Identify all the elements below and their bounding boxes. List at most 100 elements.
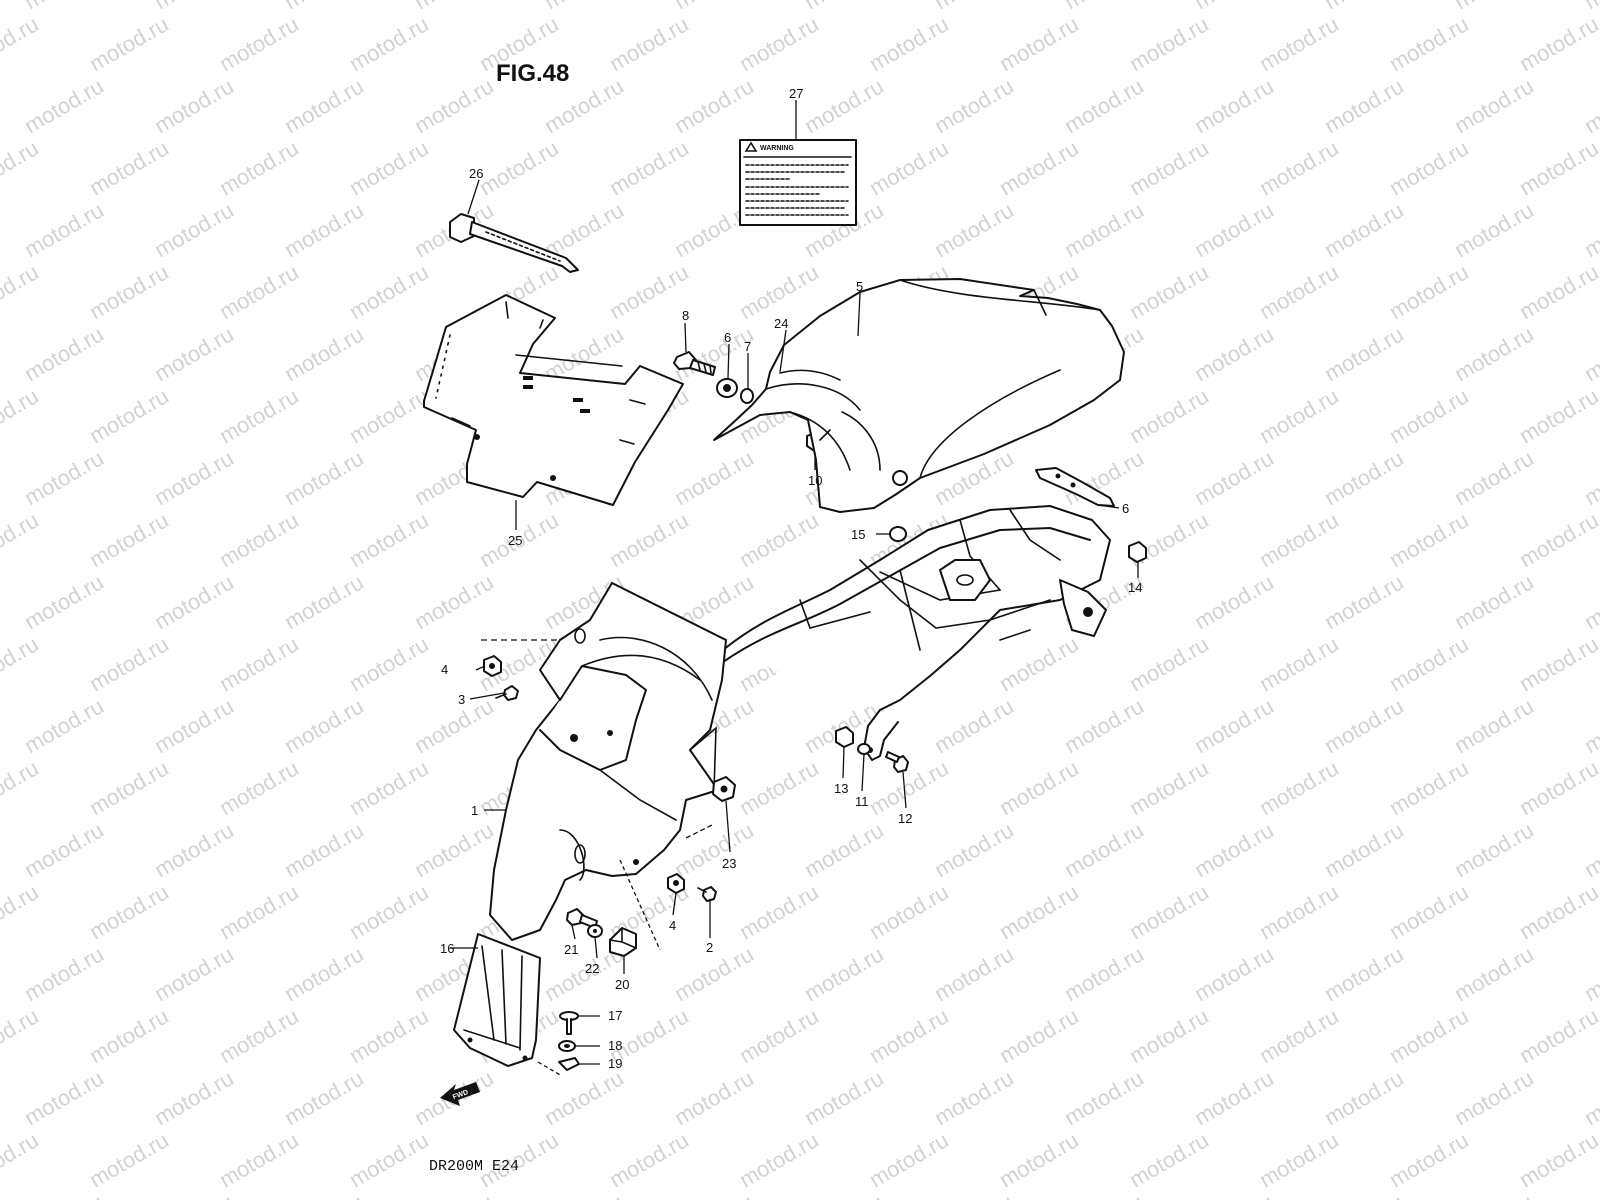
watermark-text: motod.ru — [670, 1189, 758, 1200]
callout-11: 11 — [855, 794, 869, 809]
watermark-text: motod.ru — [0, 1003, 43, 1068]
watermark-text: motod.ru — [215, 135, 303, 200]
watermark-text: motod.ru — [0, 135, 43, 200]
watermark-text: motod.ru — [735, 755, 823, 820]
part-4-nut-left — [483, 655, 502, 677]
watermark-text: motod.ru — [215, 259, 303, 324]
watermark-text: motod.ru — [215, 1127, 303, 1192]
watermark-text: motod.ru — [1125, 1003, 1213, 1068]
watermark-text: motod.ru — [1450, 569, 1538, 634]
callout-14: 14 — [1128, 580, 1142, 595]
watermark-text: motod.ru — [1515, 631, 1600, 696]
watermark-text: motod.ru — [1450, 1065, 1538, 1130]
watermark-text: motod.ru — [800, 941, 888, 1006]
watermark-text: motod.ru — [1580, 1065, 1600, 1130]
watermark-text: motod.ru — [0, 631, 43, 696]
callout-labels: 27 26 8 6 7 24 5 10 6 15 14 25 4 3 1 23 … — [440, 86, 1142, 1071]
watermark-text: motod.ru — [540, 0, 628, 14]
watermark-text: motod.ru — [0, 1127, 43, 1192]
watermark-text: motod.ru — [475, 135, 563, 200]
watermark-text: motod.ru — [735, 879, 823, 944]
watermark-text: motod.ru — [1190, 569, 1278, 634]
watermark-text: motod.ru — [1190, 321, 1278, 386]
watermark-text: motod.ru — [1385, 135, 1473, 200]
watermark-text: motod.ru — [280, 73, 368, 138]
watermark-text: motod.ru — [995, 135, 1083, 200]
watermark-text: motod.ru — [1125, 135, 1213, 200]
watermark-text: motod.ru — [345, 11, 433, 76]
watermark-text: motod.ru — [930, 73, 1018, 138]
watermark-text: motod.ru — [1060, 1065, 1148, 1130]
watermark-text: motod.ru — [410, 693, 498, 758]
watermark-text: motod.ru — [1190, 73, 1278, 138]
callout-9: 8 — [682, 308, 689, 323]
watermark-text: motod.ru — [1125, 11, 1213, 76]
watermark-text: motod.ru — [1580, 445, 1600, 510]
watermark-text: motod.ru — [410, 817, 498, 882]
watermark-text: motod.ru — [865, 135, 953, 200]
watermark-text: motod.ru — [1255, 1127, 1343, 1192]
watermark-text: motod.ru — [670, 941, 758, 1006]
watermark-text: motod.ru — [85, 631, 173, 696]
watermark-text: motod.ru — [280, 445, 368, 510]
watermark-text: motod.ru — [345, 1127, 433, 1192]
watermark-text: motod.ru — [345, 879, 433, 944]
watermark-text: motod.ru — [995, 1003, 1083, 1068]
warning-label-heading: WARNING — [760, 145, 794, 152]
watermark-text: motod.ru — [20, 197, 108, 262]
callout-16: 16 — [440, 941, 454, 956]
watermark-text: motod.ru — [345, 383, 433, 448]
watermark-text: motod.ru — [85, 879, 173, 944]
watermark-text: motod.ru — [865, 1003, 953, 1068]
watermark-text: motod.ru — [0, 879, 43, 944]
watermark-text: motod.ru — [1515, 1127, 1600, 1192]
watermark-text: motod.ru — [1255, 11, 1343, 76]
callout-27: 27 — [789, 86, 803, 101]
watermark-text: motod.ru — [1385, 1003, 1473, 1068]
watermark-text: motod.ru — [1580, 73, 1600, 138]
callout-17: 17 — [608, 1008, 622, 1023]
watermark-text: motod.ru — [20, 693, 108, 758]
figure-title: FIG.48 — [496, 60, 569, 87]
watermark-text: motod.ru — [345, 259, 433, 324]
watermark-text: motod.ru — [280, 693, 368, 758]
watermark-text: motod.ru — [1060, 941, 1148, 1006]
watermark-text: motod.ru — [410, 1189, 498, 1200]
watermark-text: motod.ru — [20, 817, 108, 882]
callout-15: 15 — [851, 527, 865, 542]
watermark-text: motod.ru — [1320, 941, 1408, 1006]
watermark-text: motod.ru — [280, 321, 368, 386]
part-23-nut — [712, 776, 736, 802]
watermark-text: motod.ru — [995, 11, 1083, 76]
callout-26: 26 — [469, 166, 483, 181]
watermark-text: motod.ru — [1450, 321, 1538, 386]
watermark-text: motod.ru — [0, 259, 43, 324]
watermark-text: motod.ru — [605, 1127, 693, 1192]
watermark-text: motod.ru — [215, 507, 303, 572]
watermark-text: motod.ru — [1385, 259, 1473, 324]
watermark-text: motod.ru — [1320, 1065, 1408, 1130]
watermark-text: motod.ru — [800, 0, 888, 14]
watermark-text: motod.ru — [670, 1065, 758, 1130]
watermark-text: motod.ru — [800, 1189, 888, 1200]
watermark-text: motod.ru — [20, 0, 108, 14]
callout-12: 12 — [898, 811, 912, 826]
watermark-text: motod.ru — [85, 1127, 173, 1192]
watermark-text: motod.ru — [20, 569, 108, 634]
callout-10: 10 — [808, 473, 822, 488]
watermark-text: motod.ru — [280, 817, 368, 882]
watermark-text: motod.ru — [0, 383, 43, 448]
callout-2: 2 — [706, 940, 713, 955]
callout-7: 6 — [724, 330, 731, 345]
part-22-washer — [587, 924, 603, 938]
leader-lines — [450, 100, 1139, 1065]
watermark-text: motod.ru — [1255, 135, 1343, 200]
watermark-text: motod.ru — [605, 135, 693, 200]
watermark-text: motod.ru — [1190, 693, 1278, 758]
watermark-text: motod.ru — [1060, 73, 1148, 138]
part-2-screw — [697, 886, 717, 902]
watermark-text: motod.ru — [1255, 879, 1343, 944]
watermark-text: motod.ru — [1320, 321, 1408, 386]
